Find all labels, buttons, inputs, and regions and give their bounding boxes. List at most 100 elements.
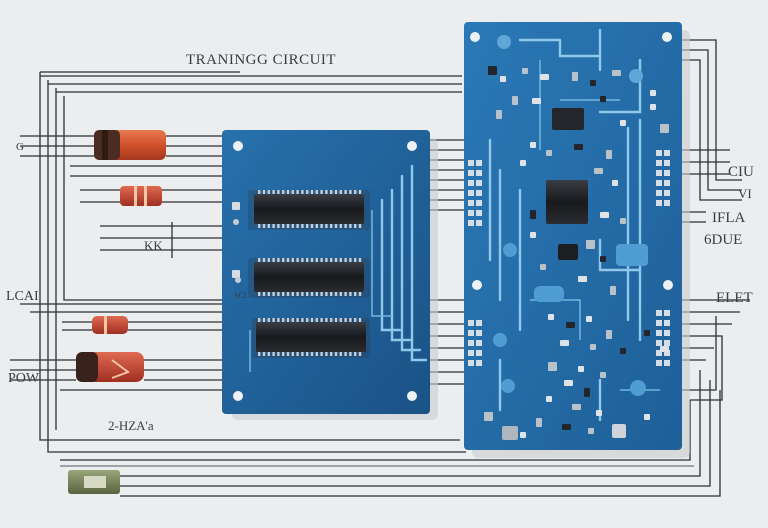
chip-pin [277,292,280,296]
smd-part [500,76,506,82]
chip-pin [258,258,261,262]
connector-green [68,470,120,494]
smd-part [484,412,493,421]
chip-pin [344,258,347,262]
board-label-scr: SCI [234,291,247,300]
label-kk: KK [144,238,163,253]
smd-part [600,212,609,218]
chip-pin [301,318,304,322]
smd-part [650,90,656,96]
smd-part [594,168,603,174]
smd-part [578,366,584,372]
header-pin [468,180,474,186]
chip-pin [358,318,362,322]
mount-hole [407,391,417,401]
chip-pin [277,258,280,262]
label-ifla: IFLA [712,210,746,226]
smd-part [564,380,573,386]
header-pin [476,220,482,226]
chip-pin [339,318,342,322]
header-pin [656,310,662,316]
smd-part [600,256,606,262]
chip-pin [262,318,266,322]
smd-part [496,110,502,119]
header-pin [656,330,662,336]
chip-pin [354,190,357,194]
smd-part [606,150,612,159]
resistor-large [94,130,166,160]
smd-part [530,210,536,219]
smd-part [232,202,240,210]
chip-pin [262,190,266,194]
chip-pin [267,352,270,356]
chip-pin [339,292,342,296]
chip-pin [296,258,299,262]
chip-pin [272,318,275,322]
smd-part [548,362,557,371]
ic-chip-small [552,108,584,130]
header-pin [476,330,482,336]
chip-pin [320,352,323,356]
chip-pin [272,352,275,356]
header-pin [656,160,662,166]
header-pin [468,210,474,216]
chip-pin [330,258,333,262]
smd-part [566,322,575,328]
chip-pin [262,224,266,228]
chip-pin [296,190,299,194]
smd-part [578,276,587,282]
smd-part [502,426,518,440]
smd-components [484,66,669,438]
pad [630,380,646,396]
chip-pin [339,224,342,228]
chip-pin [267,224,270,228]
chip-pin [325,224,328,228]
chip-pin [358,190,362,194]
chip-pin [277,224,280,228]
header-pin [476,320,482,326]
chip-pin [306,318,309,322]
smd-part [590,344,596,350]
chip-pin [349,190,352,194]
chip-pin [258,190,261,194]
right-circuit-board [464,22,690,458]
chip-pin [344,318,347,322]
chip-pin [330,292,333,296]
header-pin [656,170,662,176]
smd-part [584,388,590,397]
chip-pin [296,318,299,322]
header-pin [476,360,482,366]
chip-pin [272,258,275,262]
smd-part [610,286,616,295]
header-pin [476,160,482,166]
chip-pin [339,352,342,356]
resistor-small [120,186,162,206]
header-pin [468,220,474,226]
label-lcar: LCAI [6,289,39,304]
chip-pin [330,352,333,356]
chip-pin [354,352,357,356]
pad [503,243,517,257]
smd-part [590,80,596,86]
smd-part [532,98,541,104]
chip-pin [334,292,338,296]
chip-pin [310,258,314,262]
pad [493,333,507,347]
chip-pin [301,292,304,296]
chip-pin [339,258,342,262]
smd-part [660,124,669,133]
smd-part [522,68,528,74]
chip-pin [349,258,352,262]
smd-part [530,232,536,238]
chip-pin [354,224,357,228]
capacitor-large [76,352,144,382]
chip-pin [315,224,318,228]
header-pin [476,350,482,356]
smd-part [512,96,518,105]
mount-hole [472,280,482,290]
chip-pin [272,292,275,296]
diagram-title: TRANINGG CIRCUIT [186,52,336,68]
smd-part [660,346,669,352]
chip-pin [306,352,309,356]
chip-pin [286,292,290,296]
